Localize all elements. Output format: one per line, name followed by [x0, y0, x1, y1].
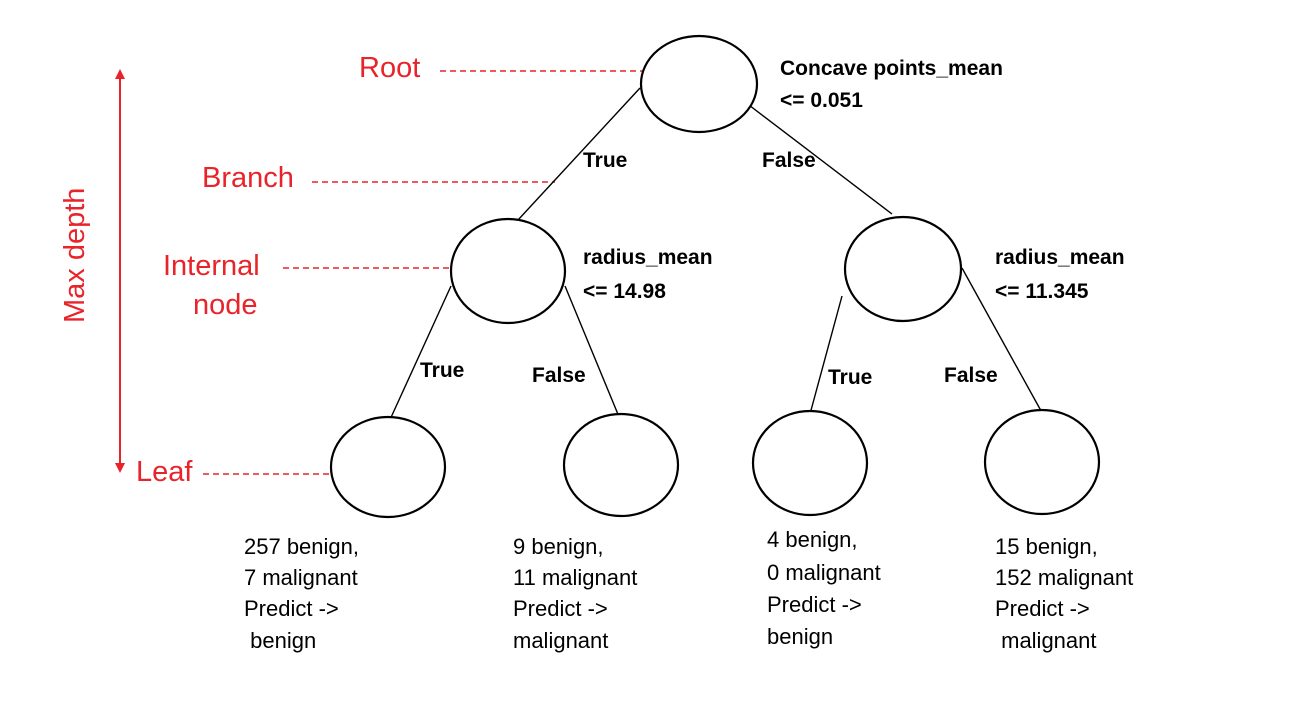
leaf-node-1	[329, 415, 447, 519]
edge-root-right	[744, 101, 893, 215]
leaf-3-line2: 0 malignant	[767, 560, 881, 585]
edge-label-left-true: True	[420, 359, 464, 382]
leaf-4-line3: Predict ->	[995, 596, 1090, 621]
leaf-node-3	[751, 409, 869, 517]
leaf-4-line1: 15 benign,	[995, 534, 1098, 559]
root-feature: Concave points_mean	[780, 57, 1003, 80]
leaf-3-line1: 4 benign,	[767, 527, 858, 552]
leaf-3-text: 4 benign, 0 malignant Predict -> benign	[767, 527, 881, 649]
internal-left-feature: radius_mean	[583, 246, 713, 269]
branch-label: Branch	[202, 162, 294, 194]
edge-label-root-true: True	[583, 149, 627, 172]
internal-node-label-line2: node	[193, 289, 258, 321]
root-label: Root	[359, 52, 420, 84]
leaf-3-line3: Predict ->	[767, 592, 862, 617]
leaf-1-line1: 257 benign,	[244, 534, 359, 559]
leaf-2-text: 9 benign, 11 malignant Predict -> malign…	[513, 534, 637, 653]
edge-right-right	[961, 267, 1046, 419]
leaf-2-line2: 11 malignant	[513, 565, 637, 590]
internal-right-threshold: <= 11.345	[995, 280, 1089, 303]
leaf-node-2	[562, 412, 680, 518]
edge-left-right	[564, 285, 623, 425]
leaf-3-line4: benign	[767, 624, 833, 649]
root-node	[639, 34, 759, 134]
internal-right-feature: radius_mean	[995, 246, 1125, 269]
edge-label-right-true: True	[828, 366, 872, 389]
edge-label-root-false: False	[762, 149, 816, 172]
leaf-2-line4: malignant	[513, 628, 608, 653]
leaf-4-text: 15 benign, 152 malignant Predict -> mali…	[995, 534, 1133, 653]
edge-label-right-false: False	[944, 364, 998, 387]
max-depth-label: Max depth	[59, 188, 91, 323]
edge-right-left	[809, 295, 843, 415]
internal-node-right	[843, 215, 963, 323]
leaf-1-line3: Predict ->	[244, 596, 339, 621]
leaf-1-text: 257 benign, 7 malignant Predict -> benig…	[244, 534, 359, 653]
leaf-2-line1: 9 benign,	[513, 534, 604, 559]
internal-node-label-line1: Internal	[163, 250, 260, 282]
internal-left-threshold: <= 14.98	[583, 280, 666, 303]
edge-label-left-false: False	[532, 364, 586, 387]
leaf-4-line2: 152 malignant	[995, 565, 1133, 590]
internal-node-left	[449, 217, 567, 325]
leaf-4-line4: malignant	[995, 628, 1097, 653]
leaf-node-4	[983, 408, 1101, 516]
leaf-label: Leaf	[136, 456, 193, 488]
root-threshold: <= 0.051	[780, 89, 863, 112]
edge-left-left	[387, 285, 452, 425]
leaf-2-line3: Predict ->	[513, 596, 608, 621]
leaf-1-line2: 7 malignant	[244, 565, 358, 590]
edge-root-left	[517, 87, 641, 221]
leaf-1-line4: benign	[244, 628, 316, 653]
